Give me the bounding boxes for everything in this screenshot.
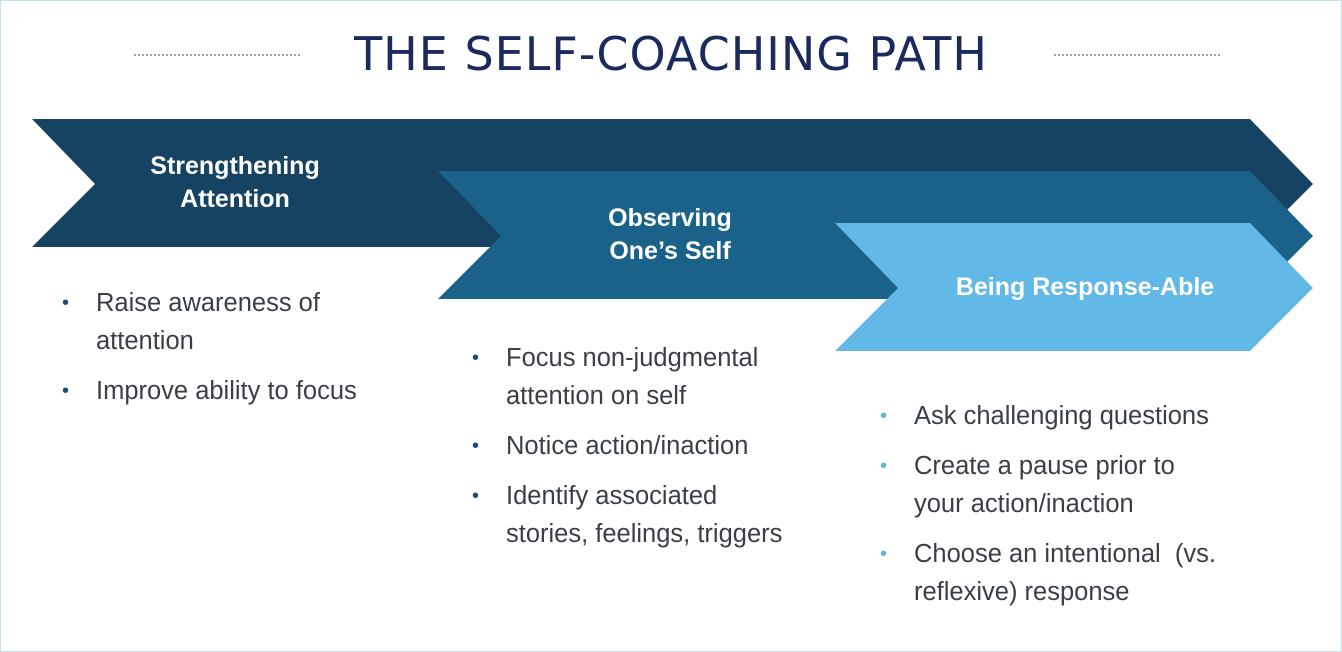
bullet-line: Focus non-judgmental — [506, 344, 759, 372]
bullet-dot-icon: • — [880, 455, 888, 477]
bullet-line: reflexive) response — [914, 578, 1130, 606]
bullet-dot-icon: • — [472, 347, 480, 369]
title-divider-right — [1054, 54, 1220, 56]
bullet-line: Ask challenging questions — [914, 402, 1209, 430]
stage-3-bullets: • Ask challenging questions • Create a p… — [878, 397, 1298, 623]
bullet-item: • Ask challenging questions — [878, 397, 1298, 435]
bullet-line: your action/inaction — [914, 490, 1134, 518]
stage-2-label-line: Observing — [608, 204, 732, 232]
bullet-item: • Identify associated stories, feelings,… — [470, 477, 840, 553]
bullet-line: attention on self — [506, 382, 687, 410]
bullet-dot-icon: • — [880, 405, 888, 427]
title-divider-left — [134, 54, 300, 56]
bullet-dot-icon: • — [880, 543, 888, 565]
diagram-title: THE SELF-COACHING PATH — [354, 27, 988, 81]
bullet-line: Improve ability to focus — [96, 377, 357, 405]
arrow-being-response-able — [835, 223, 1313, 351]
stage-1-label: Strengthening Attention — [110, 150, 360, 216]
bullet-dot-icon: • — [62, 292, 70, 314]
stage-2-label: Observing One’s Self — [540, 202, 800, 268]
stage-2-bullets: • Focus non-judgmental attention on self… — [470, 339, 840, 565]
bullet-line: stories, feelings, triggers — [506, 520, 783, 548]
stage-3-label: Being Response-Able — [900, 271, 1270, 304]
bullet-dot-icon: • — [472, 485, 480, 507]
bullet-dot-icon: • — [472, 435, 480, 457]
bullet-line: Identify associated — [506, 482, 718, 510]
bullet-line: Choose an intentional (vs. — [914, 540, 1216, 568]
stage-1-label-line: Strengthening — [150, 152, 320, 180]
bullet-line: Raise awareness of — [96, 289, 320, 317]
stage-2-label-line: One’s Self — [609, 237, 731, 265]
stage-1-label-line: Attention — [180, 185, 290, 213]
bullet-item: • Improve ability to focus — [60, 372, 430, 410]
bullet-line: Notice action/inaction — [506, 432, 749, 460]
bullet-item: • Choose an intentional (vs. reflexive) … — [878, 535, 1298, 611]
bullet-item: • Focus non-judgmental attention on self — [470, 339, 840, 415]
stage-1-bullets: • Raise awareness of attention • Improve… — [60, 284, 430, 422]
bullet-dot-icon: • — [62, 380, 70, 402]
bullet-line: Create a pause prior to — [914, 452, 1175, 480]
bullet-line: attention — [96, 327, 194, 355]
bullet-item: • Create a pause prior to your action/in… — [878, 447, 1298, 523]
stage-3-label-line: Being Response-Able — [955, 273, 1215, 301]
bullet-item: • Raise awareness of attention — [60, 284, 430, 360]
bullet-item: • Notice action/inaction — [470, 427, 840, 465]
